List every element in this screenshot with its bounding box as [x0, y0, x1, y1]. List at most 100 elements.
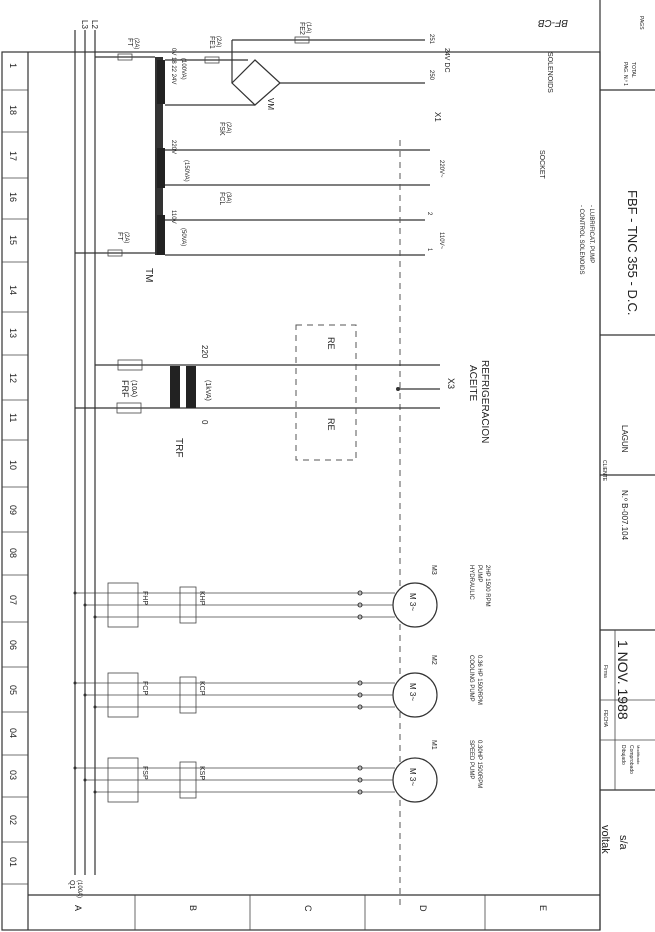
transformer-trf: [170, 366, 180, 408]
motor-id: M1: [430, 740, 437, 750]
svg-text:1: 1: [426, 248, 432, 252]
motor-desc: COOLING PUMP: [468, 655, 474, 702]
bus-label-l3: L3: [80, 20, 89, 29]
drawing-title: FBF - TNC 355 - D.C.: [625, 190, 640, 315]
contactor: [179, 586, 197, 624]
svg-text:110V: 110V: [170, 210, 176, 224]
svg-text:TOTAL: TOTAL: [630, 62, 636, 78]
contactor: [179, 761, 197, 799]
grid-column-label: 08: [8, 548, 18, 558]
svg-text:(2A): (2A): [123, 232, 129, 243]
relay-box: [295, 324, 357, 461]
grid-column-label: 09: [8, 505, 18, 515]
stamp: BF-CB: [538, 17, 568, 28]
svg-text:220V~: 220V~: [438, 160, 444, 178]
svg-text:FECHA: FECHA: [602, 710, 608, 728]
svg-text:SOCKET: SOCKET: [538, 150, 545, 180]
motor-desc: 0.36 HP 1500RPM: [476, 655, 482, 705]
overload-relay: [107, 672, 139, 718]
svg-text:(100A): (100A): [76, 880, 82, 898]
svg-text:(150VA): (150VA): [183, 160, 189, 182]
fuse-ft-top: [117, 53, 133, 61]
svg-text:Q1: Q1: [68, 880, 75, 889]
svg-text:250: 250: [428, 70, 434, 81]
svg-text:110V~: 110V~: [438, 232, 444, 250]
grid-column-label: 14: [8, 285, 18, 295]
grid-column-label: 13: [8, 328, 18, 338]
motor-desc: 2HP 1500 RPM: [484, 565, 490, 607]
motor-symbol: [392, 757, 438, 803]
grid-column-label: 1: [8, 63, 18, 68]
motor-desc: HYDRAULIC: [468, 565, 474, 600]
grid-row-label: D: [418, 905, 428, 912]
svg-text:X3: X3: [446, 378, 456, 389]
svg-text:Comprobado: Comprobado: [628, 745, 634, 774]
svg-text:(2A): (2A): [225, 122, 231, 133]
motor-symbol: [392, 672, 438, 718]
grid-column-label: 07: [8, 595, 18, 605]
grid-column-label: 10: [8, 460, 18, 470]
grid-column-label: 18: [8, 105, 18, 115]
rectifier-bridge: [231, 59, 281, 106]
grid-row-label: E: [538, 905, 548, 911]
svg-text:251: 251: [428, 34, 434, 45]
svg-text:FSK: FSK: [218, 122, 225, 136]
svg-text:2: 2: [426, 212, 432, 216]
grid-column-label: 02: [8, 815, 18, 825]
grid-column-label: 05: [8, 685, 18, 695]
svg-text:N.º B-007.104: N.º B-007.104: [620, 490, 629, 541]
grid-column-label: 04: [8, 728, 18, 738]
svg-text:(10A): (10A): [130, 380, 137, 397]
svg-text:(1kVA): (1kVA): [204, 380, 211, 401]
svg-text:RE: RE: [326, 418, 336, 431]
svg-text:X1: X1: [433, 112, 442, 122]
svg-text:(3A): (3A): [225, 192, 231, 203]
motor-symbol-label: M 3~: [408, 768, 417, 786]
ft-label: FT: [126, 38, 133, 47]
grid-row-label: A: [73, 905, 83, 911]
grid-column-label: 16: [8, 192, 18, 202]
svg-text:TRF: TRF: [173, 438, 184, 457]
tm-label: TM: [143, 268, 154, 282]
contactor-label: KSP: [198, 766, 205, 780]
grid-column-label: 15: [8, 235, 18, 245]
motor-desc: SPEED PUMP: [468, 740, 474, 779]
svg-text:FRF: FRF: [120, 380, 130, 398]
contactor-label: KCP: [198, 681, 205, 696]
motor-desc: 0.30HP 1500RPM: [476, 740, 482, 788]
motor-id: M2: [430, 655, 437, 665]
motor-symbol: [392, 582, 438, 628]
svg-text:24V DC: 24V DC: [443, 48, 450, 73]
svg-text:(2A): (2A): [215, 36, 221, 47]
date-stamp: 1 NOV. 1988: [615, 640, 631, 720]
svg-text:LAGUN: LAGUN: [620, 425, 629, 453]
grid-row-label: C: [303, 905, 313, 912]
svg-text:220: 220: [200, 345, 209, 359]
motor-id: M3: [430, 565, 437, 575]
svg-text:0: 0: [200, 420, 209, 425]
svg-text:0V 18 22 24V: 0V 18 22 24V: [170, 48, 176, 84]
svg-text:- CONTROL SOLENOIDS: - CONTROL SOLENOIDS: [578, 205, 584, 274]
svg-text:220V: 220V: [170, 140, 176, 154]
svg-text:Firma: Firma: [602, 665, 608, 678]
svg-text:Modificado: Modificado: [636, 745, 641, 765]
svg-text:FE2: FE2: [298, 22, 305, 35]
svg-text:(100VA): (100VA): [180, 58, 186, 80]
grid-column-label: 12: [8, 373, 18, 383]
overload-relay: [107, 582, 139, 628]
svg-text:CLIENTE: CLIENTE: [601, 460, 607, 482]
grid-column-label: 03: [8, 770, 18, 780]
svg-text:PAG. N.º 1: PAG. N.º 1: [622, 62, 628, 86]
motor-symbol-label: M 3~: [408, 593, 417, 611]
svg-text:s/a: s/a: [617, 835, 629, 851]
frame: [1, 51, 601, 931]
svg-text:(2A): (2A): [133, 38, 139, 49]
svg-text:Dibujado: Dibujado: [620, 745, 626, 765]
grid-column-label: 01: [8, 857, 18, 867]
svg-text:PAGS: PAGS: [638, 16, 644, 30]
